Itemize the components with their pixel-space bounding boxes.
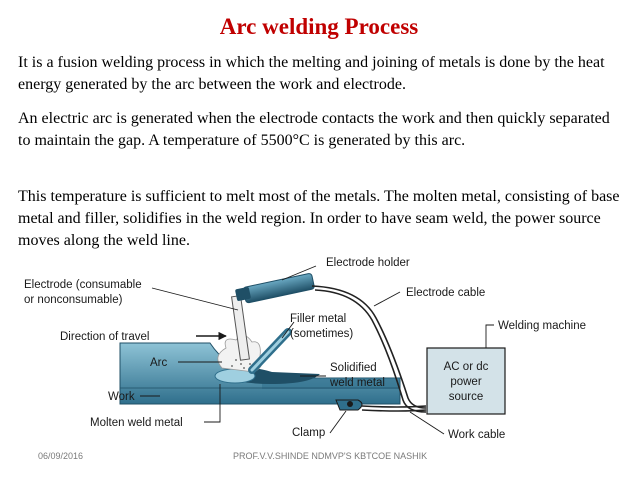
label-filler-line2: (sometimes) bbox=[290, 328, 353, 340]
electrode-cable bbox=[311, 285, 427, 413]
footer-date: 06/09/2016 bbox=[38, 451, 84, 461]
label-work: Work bbox=[108, 391, 135, 403]
electrode bbox=[231, 295, 250, 361]
label-electrode-line1: Electrode (consumable bbox=[24, 279, 142, 291]
electrode-holder bbox=[235, 273, 315, 304]
label-electrode-line2: or nonconsumable) bbox=[24, 294, 123, 306]
footer-credit: PROF.V.V.SHINDE NDMVP'S KBTCOE NASHIK bbox=[233, 451, 428, 461]
leader-lines bbox=[140, 265, 494, 435]
power-source-label-1: AC or dc bbox=[444, 361, 489, 373]
power-source-label-2: power bbox=[450, 376, 481, 388]
paragraph-temperature: This temperature is sufficient to melt m… bbox=[18, 188, 620, 249]
label-work-cable: Work cable bbox=[448, 429, 505, 441]
label-direction-of-travel: Direction of travel bbox=[60, 331, 149, 343]
label-molten-weld-metal: Molten weld metal bbox=[90, 417, 183, 429]
label-solidified-line1: Solidified bbox=[330, 362, 377, 374]
filler-rod bbox=[248, 328, 292, 374]
slide-title: Arc welding Process bbox=[219, 14, 419, 39]
label-solidified-line2: weld metal bbox=[329, 377, 385, 389]
label-electrode-cable: Electrode cable bbox=[406, 287, 485, 299]
label-filler-line1: Filler metal bbox=[290, 313, 346, 325]
arc-welding-diagram: AC or dc power source Electrode holder E… bbox=[24, 257, 586, 441]
ground-clamp bbox=[335, 399, 363, 411]
paragraph-definition: It is a fusion welding process in which … bbox=[18, 54, 605, 93]
label-electrode-holder: Electrode holder bbox=[326, 257, 410, 269]
paragraph-arc-generation: An electric arc is generated when the el… bbox=[18, 110, 610, 149]
label-arc: Arc bbox=[150, 357, 168, 369]
label-welding-machine: Welding machine bbox=[498, 320, 586, 332]
power-source-box: AC or dc power source bbox=[426, 347, 506, 415]
label-clamp: Clamp bbox=[292, 427, 325, 439]
work-cable bbox=[361, 405, 427, 412]
power-source-label-3: source bbox=[449, 391, 484, 403]
